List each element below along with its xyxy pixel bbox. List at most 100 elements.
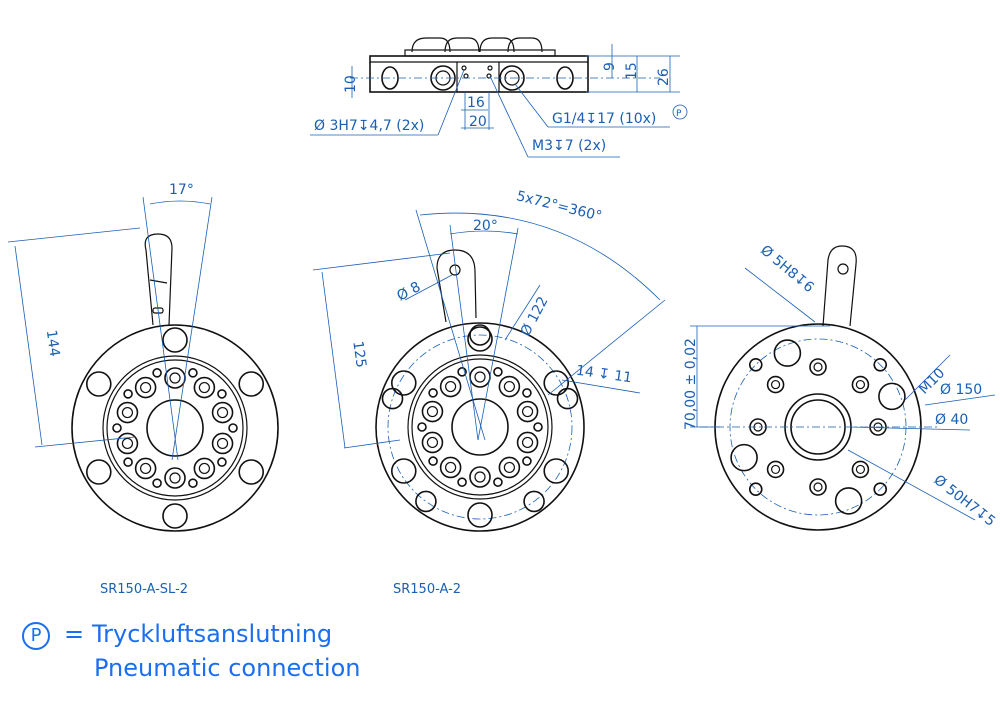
bolt-hole: [467, 502, 493, 528]
bolt-hole: [85, 371, 112, 397]
bolt-hole-inner: [474, 371, 486, 383]
bolt-hole-inner: [521, 405, 534, 418]
dim-hole-8: Ø 8: [394, 279, 423, 305]
bolt-hole: [152, 478, 162, 488]
bolt-hole-inner: [426, 436, 439, 449]
bolt-hole: [415, 490, 437, 513]
bolt-hole: [188, 368, 198, 378]
bolt-hole: [533, 422, 543, 432]
bolt-hole: [211, 401, 234, 424]
dim-16: 16: [467, 95, 485, 111]
bolt-hole: [851, 375, 870, 394]
bolt-hole: [116, 432, 139, 455]
bolt-hole: [217, 457, 227, 467]
bolt-hole: [439, 375, 462, 398]
bolt-hole: [523, 490, 545, 513]
top-view: [310, 37, 688, 158]
bolt-hole: [162, 327, 188, 353]
bolt-hole: [873, 482, 888, 497]
bolt-hole: [421, 400, 444, 423]
bolt-hole-inner: [140, 462, 152, 475]
bolt-hole: [164, 467, 186, 489]
bolt-hole-inner: [770, 464, 781, 475]
bolt-hole: [428, 456, 438, 466]
bolt-hole: [134, 457, 157, 480]
bolt-hole: [116, 401, 139, 424]
bolt-hole: [516, 400, 539, 423]
bolt-hole: [390, 370, 417, 396]
bolt-hole: [193, 376, 216, 399]
bolt-hole-inner: [521, 436, 534, 449]
bolt-hole: [421, 431, 444, 454]
bolt-hole: [164, 367, 186, 389]
bolt-hole: [498, 375, 521, 398]
bolt-hole: [193, 457, 216, 480]
bolt-hole-inner: [855, 464, 866, 475]
bolt-hole-inner: [855, 379, 866, 390]
bolt-hole: [873, 357, 888, 372]
bolt-hole-inner: [216, 437, 229, 450]
bolt-hole: [498, 456, 521, 479]
dim-26: 26: [656, 68, 672, 86]
bolt-hole: [766, 375, 785, 394]
bolt-hole: [238, 371, 265, 397]
bolt-hole: [112, 423, 122, 433]
bolt-hole-inner: [198, 381, 210, 394]
bolt-hole: [543, 458, 570, 484]
bolt-hole: [228, 423, 238, 433]
dim-20: 20: [469, 114, 487, 130]
bolt-hole: [516, 431, 539, 454]
bolt-hole: [869, 418, 887, 436]
dim-125: 125: [349, 340, 369, 369]
bolt-hole: [851, 460, 870, 479]
bolt-hole: [457, 367, 467, 377]
dim-9: 9: [602, 62, 618, 71]
dim-pattern: 5x72°=360°: [515, 188, 604, 225]
dim-pin-5: Ø 5H8↧6: [757, 242, 817, 296]
bolt-hole-inner: [198, 462, 210, 475]
dim-144: 144: [43, 329, 63, 358]
dim-17deg: 17°: [169, 182, 194, 198]
bolt-hole-inner: [169, 372, 181, 384]
bolt-hole: [134, 376, 157, 399]
legend-line-swedish: Tryckluftsanslutning: [92, 620, 333, 648]
bolt-hole: [469, 466, 491, 488]
bolt-hole-inner: [503, 380, 515, 393]
dim-port: G1/4↧17 (10x): [552, 111, 656, 127]
pneumatic-marker-icon: P: [676, 109, 682, 119]
dim-offset-70: 70,00 ± 0,02: [683, 338, 699, 430]
middle-view: [312, 209, 666, 532]
right-view: [690, 245, 996, 531]
bolt-hole-inner: [169, 472, 181, 484]
bolt-hole: [809, 358, 827, 376]
legend-equals: =: [64, 620, 85, 648]
bolt-hole: [217, 389, 227, 399]
bolt-hole: [522, 456, 532, 466]
legend-line-english: Pneumatic connection: [94, 654, 361, 682]
bolt-hole-inner: [216, 406, 229, 419]
dim-pin-hole: Ø 3H7↧4,7 (2x): [314, 118, 424, 134]
bolt-hole: [878, 382, 906, 411]
dim-pcd-122: Ø 122: [518, 294, 552, 339]
bolt-hole: [85, 459, 112, 485]
pneumatic-symbol-icon: P: [22, 622, 50, 650]
dim-10: 10: [343, 75, 359, 93]
dim-counterbore: 14 ↧ 11: [575, 363, 633, 387]
bolt-hole: [439, 456, 462, 479]
bolt-hole-inner: [445, 380, 457, 393]
label-sr150-a-sl-2: SR150-A-SL-2: [100, 582, 189, 597]
bolt-hole: [522, 388, 532, 398]
dim-bore-40: Ø 40: [935, 412, 968, 428]
label-sr150-a-2: SR150-A-2: [393, 582, 462, 597]
bolt-hole: [834, 487, 863, 515]
bolt-hole-inner: [121, 406, 134, 419]
bolt-hole: [469, 366, 491, 388]
bolt-hole: [543, 370, 570, 396]
bolt-hole: [428, 388, 438, 398]
bolt-hole-inner: [121, 437, 134, 450]
bolt-hole: [381, 387, 404, 410]
bolt-hole: [162, 503, 188, 529]
dim-20deg: 20°: [473, 218, 498, 234]
bolt-hole: [238, 459, 265, 485]
